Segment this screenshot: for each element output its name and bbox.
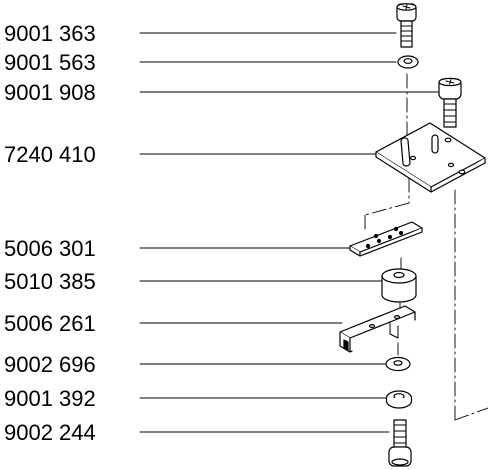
part-label-9001-363: 9001 363 (4, 21, 96, 46)
part-label-9001-908: 9001 908 (4, 80, 96, 105)
mounting-plate-icon (375, 122, 486, 193)
washer-top-icon (397, 55, 419, 69)
screw-right-icon (438, 77, 462, 128)
lower-bracket-icon (339, 305, 416, 353)
screw-top-icon (396, 3, 417, 48)
part-label-9002-696: 9002 696 (4, 352, 96, 377)
part-label-5006-301: 5006 301 (4, 236, 96, 261)
part-label-9001-392: 9001 392 (4, 386, 96, 411)
part-label-7240-410: 7240 410 (4, 142, 96, 167)
bolt-bottom-icon (388, 419, 412, 467)
part-label-5006-261: 5006 261 (4, 311, 96, 336)
leader-lines (139, 32, 441, 433)
part-label-9001-563: 9001 563 (4, 50, 96, 75)
washer-bottom-icon (385, 390, 413, 409)
spacer-icon (381, 268, 417, 303)
part-label-5010-385: 5010 385 (4, 269, 96, 294)
washer-lower-icon (385, 356, 411, 372)
small-bracket-icon (349, 221, 423, 257)
part-label-9002-244: 9002 244 (4, 420, 96, 445)
